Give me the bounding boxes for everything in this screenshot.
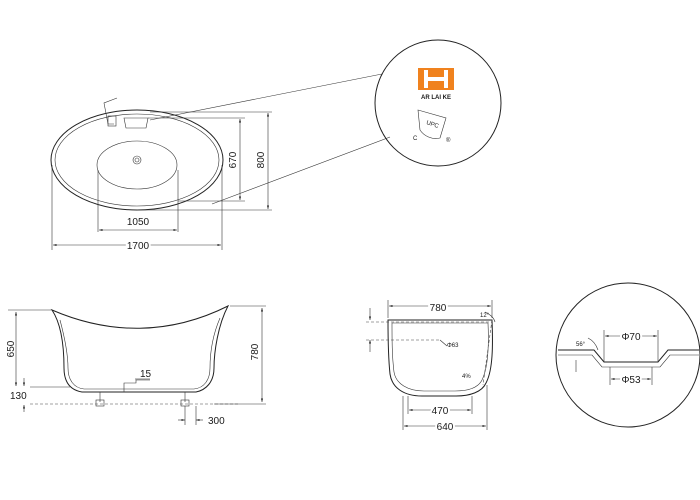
dim-outer-dia: Φ70 — [621, 332, 641, 343]
section-view: Φ63 4% 12° 780 470 640 — [366, 300, 496, 435]
registered-mark: ® — [446, 137, 451, 144]
dim-base-width: 640 — [437, 422, 454, 433]
dim-inner-width: 670 — [228, 151, 239, 168]
detail-angle: 56° — [576, 342, 586, 348]
section-drain: Φ63 — [447, 343, 459, 349]
dim-total-height: 780 — [250, 343, 261, 360]
upc-shield-icon — [417, 109, 447, 139]
dim-width: 800 — [256, 151, 267, 168]
section-slope: 4% — [462, 374, 471, 380]
drain-detail: Φ70 Φ53 56° — [555, 282, 700, 428]
section-angle: 12° — [480, 313, 490, 319]
brand-logo-glyph — [424, 70, 448, 88]
detail-circle — [555, 282, 700, 428]
drain-inner — [134, 157, 140, 163]
tub-side-profile — [50, 304, 230, 393]
dim-tub-height: 650 — [6, 340, 17, 357]
tub-basin — [96, 140, 178, 190]
drain-pipe — [123, 379, 150, 392]
side-view: 650 130 780 15 300 — [6, 304, 266, 427]
drain-profile — [558, 349, 699, 363]
dim-top-width: 780 — [430, 303, 447, 314]
dim-length: 1700 — [127, 241, 150, 252]
logo-circle — [374, 39, 502, 167]
drain-outer — [132, 155, 142, 165]
dim-foot-spacing: 300 — [208, 416, 225, 427]
overflow-tab — [107, 115, 117, 127]
dim-inner-base: 470 — [432, 406, 449, 417]
section-profile — [387, 319, 493, 397]
foot-left — [95, 399, 105, 407]
logo-detail: AR LAI KE UPC C ® — [374, 39, 502, 167]
overflow-leader — [103, 97, 118, 125]
dim-leg-height: 130 — [10, 391, 27, 402]
tub-inner-rim — [54, 113, 220, 207]
section-inner — [391, 322, 489, 392]
tub-side-inner — [59, 317, 221, 390]
upc-text: UPC — [425, 120, 440, 130]
overflow-fitting — [123, 117, 149, 129]
dim-drain-offset: 15 — [140, 369, 152, 380]
drain-profile-inner — [558, 354, 699, 368]
tub-outer-rim — [50, 109, 224, 211]
c-mark: C — [413, 136, 418, 142]
dim-inner-length: 1050 — [127, 217, 150, 228]
dim-inner-dia: Φ53 — [621, 375, 641, 386]
top-view: 1050 1700 670 800 — [50, 73, 391, 254]
brand-name: AR LAI KE — [421, 95, 451, 101]
